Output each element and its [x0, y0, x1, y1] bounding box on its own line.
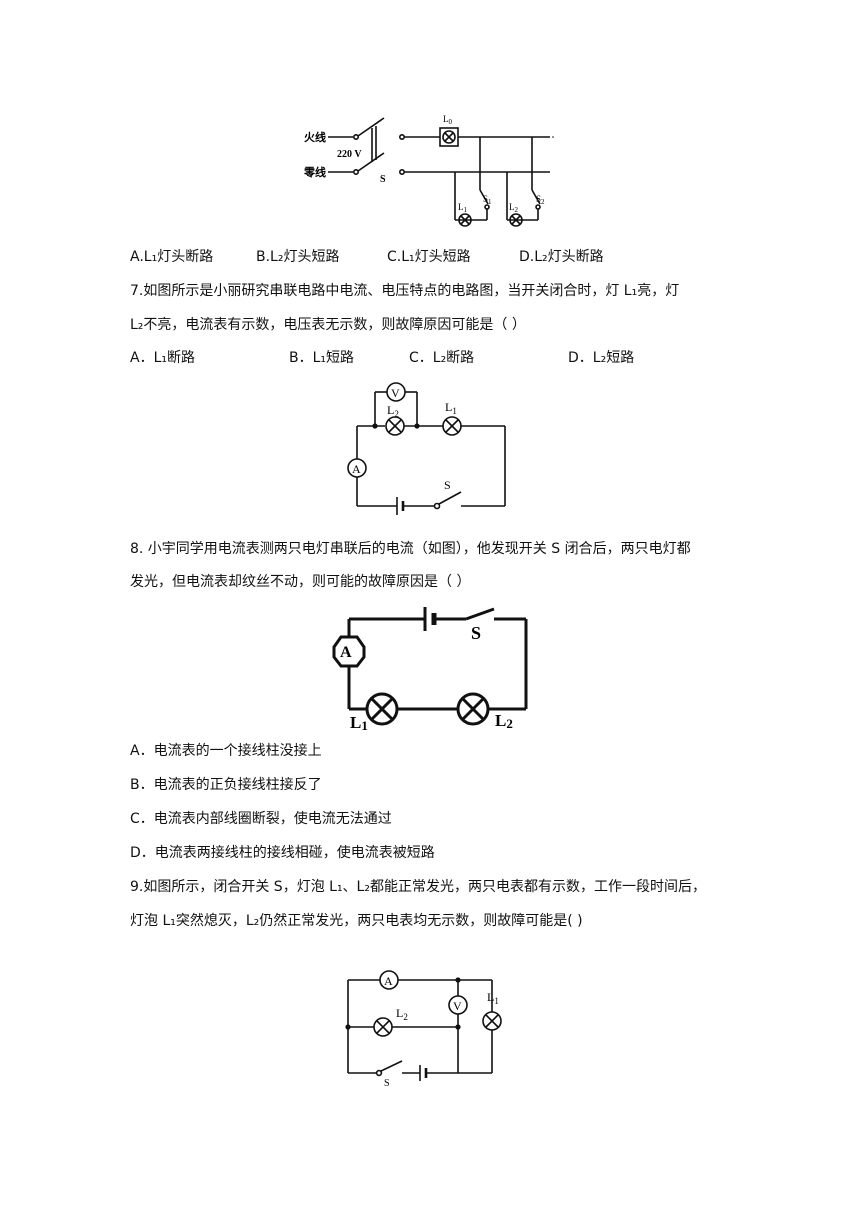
l2-label: L2: [396, 1006, 408, 1022]
figure-q8-series-circuit: A S L1 L2: [332, 607, 528, 733]
q9-question-line2: 灯泡 L₁突然熄灭，L₂仍然正常发光，两只电表均无示数，则故障可能是( ): [130, 913, 583, 929]
q8-option-c: C．电流表内部线圈断裂，使电流无法通过: [130, 811, 392, 827]
figure-q6-household-circuit: 火线 零线 220 V S L0 L1 S1 L2 S2: [303, 114, 554, 227]
q9-question-line1: 9.如图所示，闭合开关 S，灯泡 L₁、L₂都能正常发光，两只电表都有示数，工作…: [130, 879, 706, 895]
ammeter-label: A: [352, 462, 361, 476]
q8-question-line1: 8. 小宇同学用电流表测两只电灯串联后的电流（如图），他发现开关 S 闭合后，两…: [130, 541, 691, 557]
q8-question-line2: 发光，但电流表却纹丝不动，则可能的故障原因是（ ）: [130, 574, 471, 590]
neutral-wire-label: 零线: [303, 165, 326, 179]
q8-option-a: A．电流表的一个接线柱没接上: [130, 743, 322, 759]
q6-option-c: C.L₁灯头短路: [387, 249, 471, 265]
q7-question-line2: L₂不亮，电流表有示数，电压表无示数，则故障原因可能是（ ）: [130, 317, 526, 333]
switch-label: S: [384, 1078, 390, 1089]
q8-option-b: B．电流表的正负接线柱接反了: [130, 777, 322, 793]
s2-label: S2: [536, 194, 545, 206]
q7-option-c: C．L₂断路: [409, 350, 475, 366]
l2-label: L2: [387, 403, 399, 419]
l1-label: L1: [458, 202, 468, 214]
switch-label: S: [471, 623, 481, 643]
q7-option-d: D．L₂短路: [568, 350, 635, 366]
switch-label: S: [444, 478, 451, 492]
voltmeter-label: V: [453, 999, 462, 1013]
live-wire-label: 火线: [304, 130, 326, 144]
ammeter-label: A: [340, 644, 352, 661]
voltage-label: 220 V: [337, 149, 362, 160]
l0-label: L0: [443, 114, 453, 126]
figure-q9-circuit: A L2 V L1 S: [345, 970, 502, 1089]
q6-option-d: D.L₂灯头断路: [519, 249, 604, 265]
q8-option-d: D．电流表两接线柱的接线相碰，使电流表被短路: [130, 845, 435, 861]
figure-q7-series-circuit: V L2 L1 A S: [347, 382, 506, 515]
voltmeter-label: V: [391, 386, 400, 400]
l1-label: L1: [350, 713, 368, 733]
q7-question-line1: 7.如图所示是小丽研究串联电路中电流、电压特点的电路图，当开关闭合时，灯 L₁亮…: [130, 283, 680, 299]
q6-option-b: B.L₂灯头短路: [256, 249, 340, 265]
main-switch-label: S: [380, 174, 386, 185]
l2-label: L2: [509, 202, 519, 214]
q7-option-a: A．L₁断路: [130, 350, 195, 366]
l2-label: L2: [495, 711, 513, 731]
l1-label: L1: [445, 400, 457, 416]
ammeter-label: A: [384, 974, 393, 988]
s1-label: S1: [483, 194, 492, 206]
q7-option-b: B．L₁短路: [289, 350, 355, 366]
q6-option-a: A.L₁灯头断路: [130, 249, 214, 265]
l1-label: L1: [487, 990, 499, 1006]
